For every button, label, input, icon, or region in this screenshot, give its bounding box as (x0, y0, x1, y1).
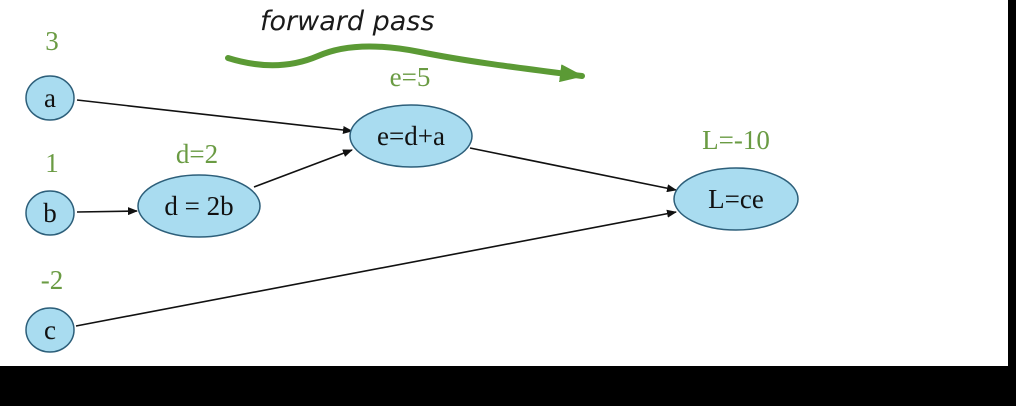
value-d: d=2 (176, 139, 218, 169)
node-L-label: L=ce (708, 184, 764, 214)
value-L: L=-10 (702, 125, 770, 155)
edge-d-e (253, 149, 353, 188)
value-c: -2 (41, 265, 64, 295)
node-b (25, 190, 75, 236)
value-a: 3 (45, 26, 59, 56)
forward-pass-label: forward pass (260, 6, 434, 37)
node-c-label: c (44, 315, 56, 345)
node-a (25, 75, 75, 121)
edge-a-e (76, 99, 353, 134)
edge-c-L (75, 209, 677, 327)
edge-e-L (469, 147, 677, 193)
node-c (25, 307, 75, 353)
computation-graph: forward pass 3 a 1 b -2 c d=2 d = 2b (25, 6, 799, 353)
node-e-label: e=d+a (377, 121, 445, 151)
slide-canvas: forward pass 3 a 1 b -2 c d=2 d = 2b (0, 0, 1008, 366)
node-L (673, 167, 799, 231)
node-a-label: a (44, 83, 56, 113)
value-b: 1 (45, 148, 59, 178)
node-d-label: d = 2b (164, 191, 233, 221)
node-d (137, 174, 261, 238)
edge-b-d (76, 207, 138, 216)
forward-pass-arrow (225, 43, 585, 83)
node-b-label: b (43, 198, 57, 228)
value-e: e=5 (390, 62, 431, 92)
node-e (349, 104, 473, 168)
